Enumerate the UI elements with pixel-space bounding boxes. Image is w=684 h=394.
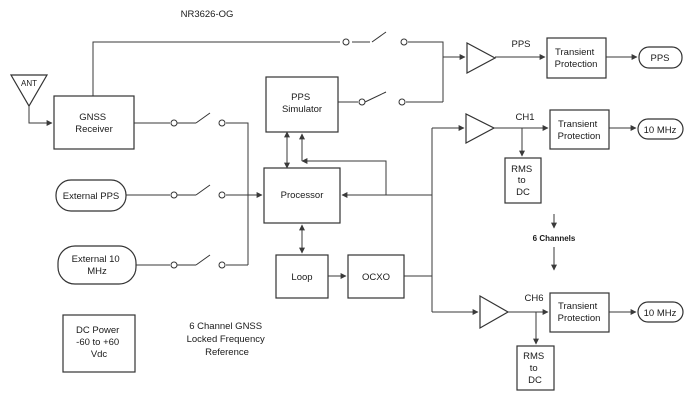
pps-signal-label: PPS: [511, 39, 530, 50]
ch1-rms-to-dc-label: RMS to DC: [511, 164, 535, 198]
dc-power-box: [62, 314, 136, 373]
ch1-signal-label: CH1: [515, 112, 534, 123]
pps-transient-protection-box: [546, 37, 607, 79]
pps-output-box: [638, 46, 683, 69]
ch1-transient-protection-label: Transient Protection: [558, 119, 601, 142]
diagram-title: NR3626-OG: [181, 9, 234, 20]
description-text: 6 Channel GNSS Locked Frequency Referenc…: [187, 321, 268, 358]
ch6-signal-label: CH6: [524, 293, 543, 304]
ch6-10mhz-output-label: 10 MHz: [644, 308, 677, 319]
switch-simulator: [358, 91, 406, 106]
ocxo-label: OCXO: [362, 272, 390, 283]
ch1-transient-protection-box: [549, 109, 610, 150]
pps-simulator-label: PPS Simulator: [282, 92, 322, 115]
external-10mhz-box: [57, 245, 137, 285]
external-10mhz-label: External 10 MHz: [72, 254, 123, 277]
ch6-rms-to-dc-box: [516, 345, 555, 391]
connection-lines: [28, 41, 638, 345]
ch6-transient-protection-label: Transient Protection: [558, 301, 601, 324]
external-pps-label: External PPS: [63, 191, 120, 202]
external-pps-box: [55, 179, 127, 212]
six-channels-note: 6 Channels: [533, 234, 576, 243]
pps-output-label: PPS: [650, 53, 669, 64]
ocxo-box: [347, 254, 405, 299]
pps-transient-protection-label: Transient Protection: [555, 47, 598, 70]
loop-label: Loop: [291, 272, 312, 283]
ch6-transient-protection-box: [549, 292, 610, 333]
ch6-rms-to-dc-label: RMS to DC: [523, 351, 547, 386]
gnss-receiver-box: [53, 95, 135, 150]
ch6-amplifier: [479, 294, 510, 330]
ch1-rms-to-dc-box: [504, 157, 542, 204]
ch1-amplifier: [465, 113, 496, 145]
antenna: ANT: [9, 74, 49, 108]
switch-gnss: [170, 112, 226, 127]
ch1-10mhz-output-label: 10 MHz: [644, 125, 677, 136]
antenna-label: ANT: [21, 79, 37, 88]
processor-label: Processor: [281, 190, 324, 201]
switch-external-pps: [170, 184, 226, 199]
loop-box: [275, 254, 329, 299]
pps-simulator-box: [265, 76, 339, 133]
ch1-10mhz-output-box: [637, 118, 684, 140]
gnss-receiver-label: GNSS Receiver: [75, 112, 113, 135]
dc-power-label: DC Power -60 to +60 Vdc: [76, 325, 122, 360]
switch-top: [342, 31, 408, 46]
pps-amplifier: [466, 41, 497, 75]
processor-box: [263, 167, 341, 224]
ch6-10mhz-output-box: [637, 301, 684, 323]
switch-external-10mhz: [170, 254, 226, 269]
